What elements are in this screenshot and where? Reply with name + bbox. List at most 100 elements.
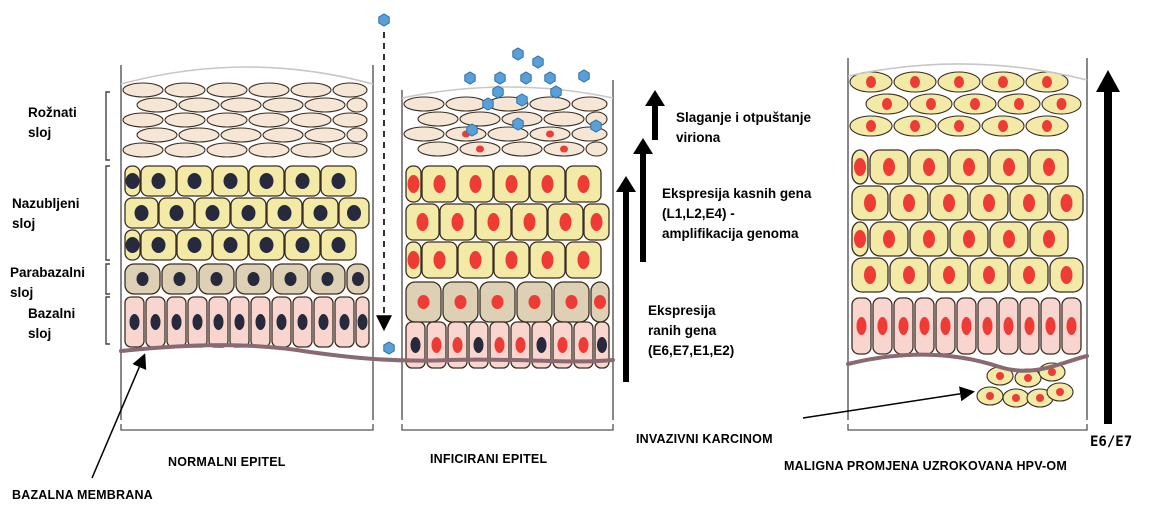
keratinocyte xyxy=(502,142,542,156)
infected-nucleus xyxy=(878,317,888,335)
keratinocyte xyxy=(305,128,345,142)
infected-nucleus xyxy=(1003,230,1015,248)
nucleus xyxy=(537,337,547,353)
nucleus xyxy=(411,337,421,353)
keratinocyte xyxy=(291,143,331,157)
infected-nucleus xyxy=(1056,388,1064,396)
virion-icon xyxy=(521,72,531,84)
infected-nucleus xyxy=(899,317,909,335)
normal-epithelium-caption: NORMALNI EPITEL xyxy=(168,455,286,469)
keratinocyte xyxy=(263,98,303,112)
nucleus xyxy=(151,314,161,330)
infected-nucleus xyxy=(923,158,935,176)
nucleus xyxy=(474,337,484,353)
nucleus xyxy=(224,237,238,253)
infected-nucleus xyxy=(941,317,951,335)
nucleus xyxy=(296,173,310,189)
caption-brackets xyxy=(121,424,1087,430)
infected-nucleus xyxy=(1014,98,1024,110)
virion-icon xyxy=(517,94,527,106)
infected-nucleus xyxy=(492,295,504,309)
keratinocyte xyxy=(249,143,289,157)
infected-nucleus xyxy=(408,251,420,269)
nucleus xyxy=(188,237,202,253)
keratinocyte xyxy=(572,127,607,141)
infected-nucleus xyxy=(910,120,920,132)
infected-nucleus xyxy=(854,230,866,248)
infected-nucleus xyxy=(1061,194,1073,212)
nucleus xyxy=(285,272,297,286)
virion-icon xyxy=(483,98,493,110)
nucleus xyxy=(319,314,329,330)
e6-e7-label: E6/E7 xyxy=(1090,433,1132,452)
keratinocyte xyxy=(249,83,289,97)
infected-nucleus xyxy=(963,158,975,176)
keratinocyte xyxy=(404,97,444,111)
infected-nucleus xyxy=(1067,317,1077,335)
infected-nucleus xyxy=(506,175,518,193)
nucleus xyxy=(340,314,350,330)
infected-nucleus xyxy=(1023,194,1035,212)
virion-icon xyxy=(551,86,561,98)
nucleus xyxy=(597,337,607,353)
keratinocyte xyxy=(347,128,367,142)
infected-nucleus xyxy=(864,194,876,212)
infected-nucleus xyxy=(529,295,541,309)
virion-icon xyxy=(579,70,589,82)
infected-nucleus xyxy=(470,251,482,269)
infected-nucleus xyxy=(566,295,578,309)
virion-icon xyxy=(545,72,555,84)
keratinocyte xyxy=(179,98,219,112)
keratinocyte xyxy=(333,83,367,97)
nucleus xyxy=(224,173,238,189)
infected-nucleus xyxy=(558,337,568,353)
infected-nucleus xyxy=(1042,76,1052,88)
nucleus xyxy=(193,314,203,330)
basement-membrane-caption: BAZALNA MEMBRANA xyxy=(12,488,153,502)
virion-icon xyxy=(465,72,475,84)
invasive-carcinoma-caption: INVAZIVNI KARCINOM xyxy=(636,432,773,446)
infected-nucleus xyxy=(866,120,876,132)
keratinocyte xyxy=(165,83,205,97)
layer-brackets xyxy=(106,92,110,344)
nucleus xyxy=(206,205,220,221)
keratinocyte xyxy=(418,112,458,126)
keratinocyte xyxy=(123,143,163,157)
nucleus xyxy=(260,237,274,253)
keratinocyte xyxy=(333,113,367,127)
nucleus xyxy=(235,314,245,330)
infected-nucleus xyxy=(488,213,500,231)
nucleus xyxy=(332,237,346,253)
keratinocyte xyxy=(221,98,261,112)
virion-icon xyxy=(493,86,503,98)
infected-nucleus xyxy=(943,194,955,212)
infected-epithelium-caption: INFICIRANI EPITEL xyxy=(430,452,547,466)
infected-nucleus xyxy=(1025,317,1035,335)
virion-icon xyxy=(495,72,505,84)
keratinocyte xyxy=(488,127,528,141)
infected-nucleus xyxy=(998,120,1008,132)
infected-nucleus xyxy=(506,251,518,269)
nucleus xyxy=(278,205,292,221)
infected-nucleus xyxy=(542,251,554,269)
nucleus xyxy=(358,314,368,330)
keratinocyte xyxy=(165,143,205,157)
early-gene-stage-label: Ekspresijaranih gena(E6,E7,E1,E2) xyxy=(648,301,734,361)
infected-nucleus xyxy=(1024,374,1032,382)
nucleus xyxy=(242,205,256,221)
infected-nucleus xyxy=(954,76,964,88)
infected-nucleus xyxy=(866,76,876,88)
infected-nucleus xyxy=(579,337,589,353)
infected-nucleus xyxy=(910,76,920,88)
keratinocyte xyxy=(530,97,570,111)
nucleus xyxy=(332,173,346,189)
infected-nucleus xyxy=(546,131,554,138)
infected-nucleus xyxy=(854,158,866,176)
infected-nucleus xyxy=(963,230,975,248)
keratinocyte xyxy=(249,113,289,127)
infected-nucleus xyxy=(996,372,1004,380)
infected-nucleus xyxy=(926,98,936,110)
late-gene-stage-label: Ekspresija kasnih gena(L1,L2,E4) -amplif… xyxy=(662,184,811,244)
